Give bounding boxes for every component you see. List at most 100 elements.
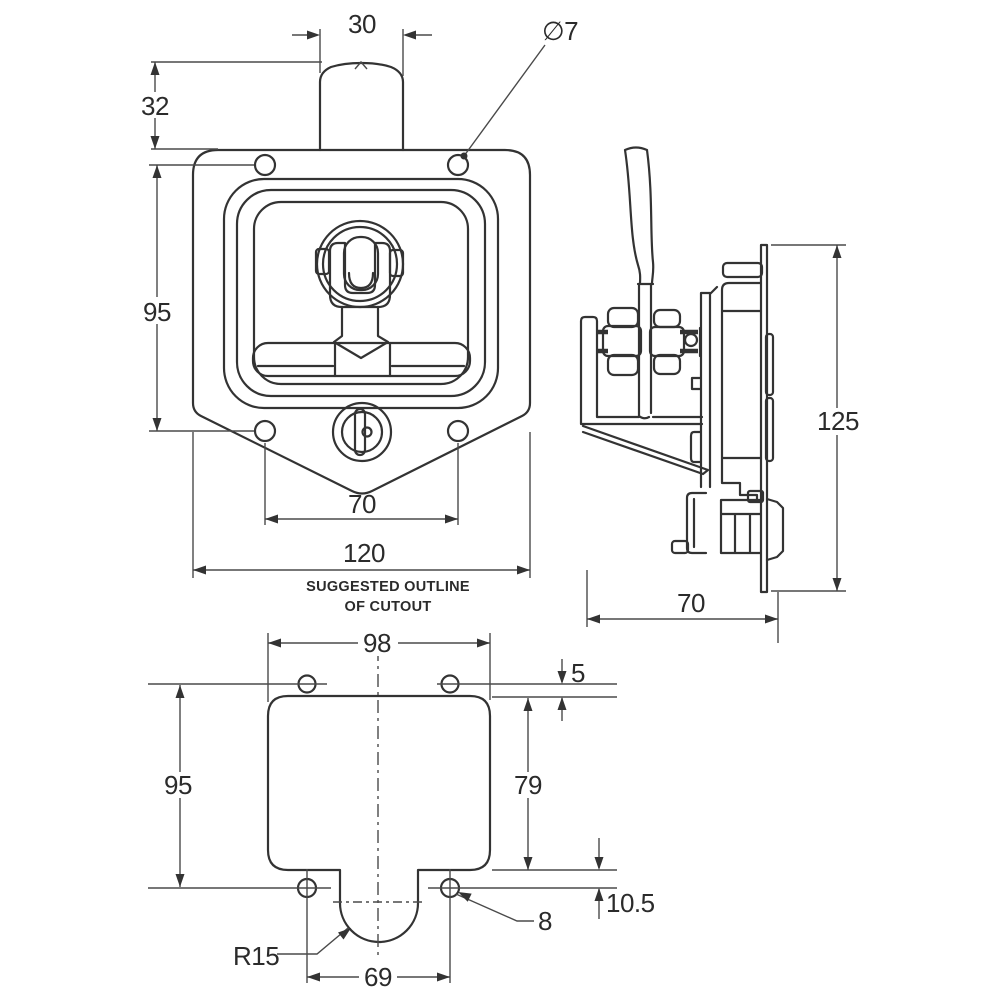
dim-text-bg — [358, 630, 398, 656]
arrowhead — [437, 972, 450, 982]
lever-arm — [623, 146, 655, 420]
dim-overall-width: 120 — [343, 538, 385, 568]
arrowhead — [152, 165, 162, 178]
mounting-hole — [253, 419, 277, 443]
pan-back-bulge — [764, 396, 775, 463]
arrowhead — [150, 62, 160, 75]
caption-line2: OF CUTOUT — [344, 599, 431, 615]
arrowhead — [832, 245, 842, 258]
front-view-geometry — [191, 60, 532, 495]
pan-ring-inner — [252, 200, 470, 386]
latch-flange-outline — [191, 148, 532, 495]
arrowhead — [765, 614, 778, 624]
mounting-plate-edge — [759, 243, 769, 594]
arrowhead — [445, 514, 458, 524]
t-bar-detail-lines — [256, 341, 466, 378]
front-view: 30 32 95 ∅7 70 120 SUGGESTED OUTLINE OF … — [138, 9, 579, 615]
arrowhead — [150, 136, 160, 149]
cylinder-hook-bracket — [685, 491, 708, 555]
dim-text-bg — [359, 963, 397, 989]
caption-line1: SUGGESTED OUTLINE — [306, 579, 470, 595]
side-dim-lines — [586, 244, 846, 643]
dim-bottom-hole-span: 69 — [364, 962, 392, 992]
cylinder-pin — [670, 539, 690, 555]
handle-grip-inner-arc — [347, 271, 375, 290]
boss-side-tab-right — [388, 248, 405, 278]
lock-cylinder-side — [670, 489, 785, 562]
leader-dot — [460, 152, 468, 160]
nut-facet — [652, 308, 682, 329]
arrowhead — [832, 578, 842, 591]
mounting-bracket — [579, 315, 710, 476]
dim-text-bg — [161, 772, 197, 798]
cylinder-cap — [765, 497, 785, 562]
dim-handle-width: 30 — [348, 9, 376, 39]
dim-text-bg — [814, 408, 860, 435]
arrowhead — [523, 857, 533, 870]
pan-top-lip — [721, 261, 764, 279]
dim-overall-depth: 70 — [677, 588, 705, 618]
handle-t-bar — [251, 341, 472, 378]
arrowhead — [152, 418, 162, 431]
handle-stem — [332, 305, 390, 360]
arrowhead — [175, 685, 185, 698]
handle-boss-inner — [321, 225, 399, 303]
cutout-outline — [266, 694, 492, 944]
arrowhead — [175, 874, 185, 887]
side-view-geometry — [579, 146, 785, 594]
dim-hole-edge-offset: 5 — [571, 658, 585, 688]
mounting-holes — [253, 153, 470, 443]
arrowhead — [594, 857, 604, 870]
arrowhead — [557, 697, 567, 710]
nut-facet — [601, 324, 643, 358]
arrowhead — [307, 972, 320, 982]
cutout-view: 98 5 95 79 10.5 8 R15 69 — [148, 628, 655, 992]
handle-u-bracket — [328, 241, 392, 309]
key-cylinder — [331, 401, 393, 463]
arrowhead — [307, 30, 320, 40]
dim-vertical-hole-span: 95 — [164, 770, 192, 800]
recessed-pan-profile — [720, 281, 763, 503]
cylinder-clip — [746, 489, 765, 504]
handle-grip — [342, 235, 380, 292]
arrowhead — [403, 30, 416, 40]
nut-facet — [648, 325, 686, 358]
arrowhead — [557, 671, 567, 684]
pivot-support — [689, 285, 719, 489]
handle-top-protrusion — [318, 61, 405, 152]
dim-horizontal-hole-span: 70 — [348, 489, 376, 519]
arrowhead — [523, 698, 533, 711]
pan-ring-middle — [235, 188, 487, 398]
dim-text-bg — [138, 92, 172, 118]
mounting-hole — [253, 153, 277, 177]
nut-facet — [606, 306, 640, 329]
hex-nut-right — [648, 308, 686, 376]
cutout-dimensions: 98 5 95 79 10.5 8 R15 69 — [148, 628, 655, 992]
dim-notch-radius: R15 — [233, 941, 279, 971]
arrowhead — [517, 565, 530, 575]
dim-bottom-edge-offset: 10.5 — [606, 888, 655, 918]
front-view-dimensions: 30 32 95 ∅7 70 120 SUGGESTED OUTLINE OF … — [138, 9, 579, 615]
shaft-hole — [683, 332, 699, 348]
arrowhead — [193, 565, 206, 575]
arrowhead — [265, 514, 278, 524]
mounting-hole — [446, 153, 470, 177]
mounting-hole — [446, 419, 470, 443]
arrowhead — [594, 888, 604, 901]
t-handle — [251, 219, 472, 378]
side-arrowheads — [587, 245, 842, 624]
dim-cutout-height: 79 — [514, 770, 542, 800]
keyway-bump — [361, 426, 373, 438]
side-view-dimensions: 125 70 — [586, 244, 860, 643]
nut-facet — [606, 353, 640, 377]
nut-facet — [652, 353, 682, 376]
dim-overall-height: 125 — [817, 406, 859, 436]
keyway-slot — [353, 407, 367, 457]
key-cylinder-ring — [340, 410, 384, 454]
arrowhead — [587, 614, 600, 624]
dim-vertical-hole-span: 95 — [143, 297, 171, 327]
dim-handle-height: 32 — [141, 91, 169, 121]
pan-back-bulge — [764, 332, 775, 397]
